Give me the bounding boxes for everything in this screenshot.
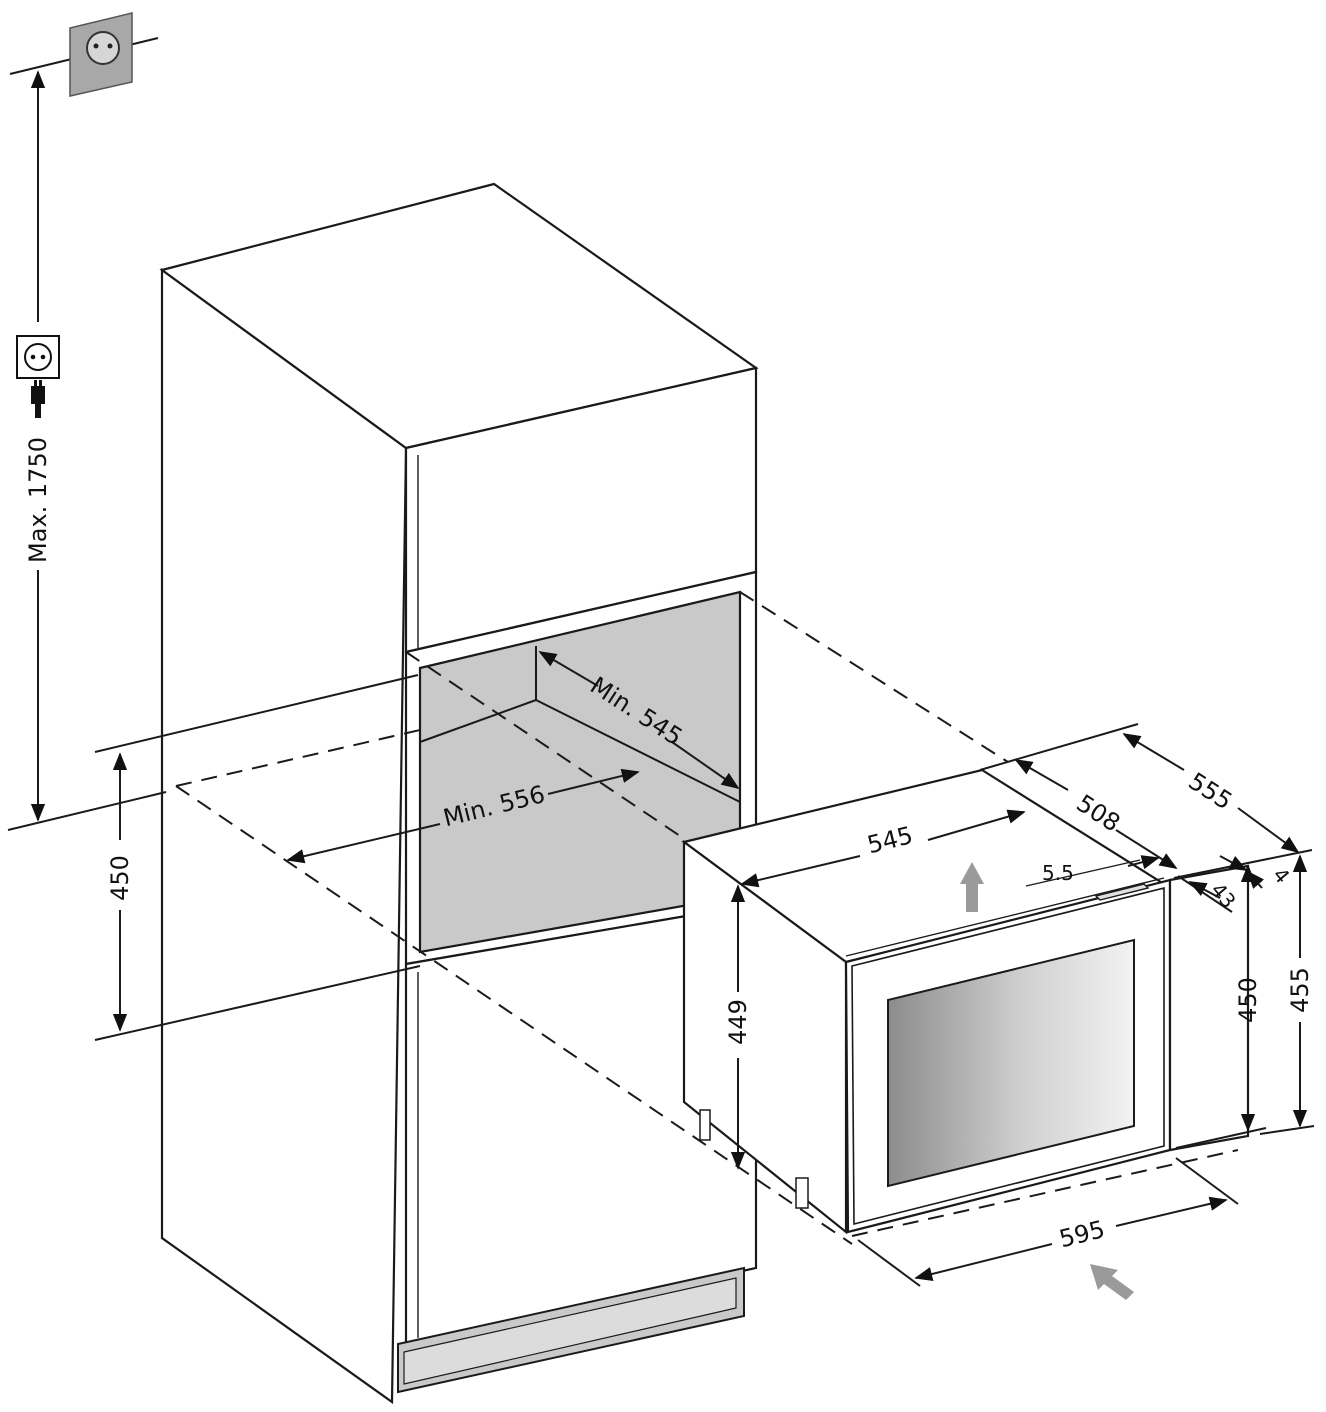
cabinet (159, 182, 759, 1405)
front-width-label: 595 (1056, 1215, 1107, 1253)
max-height-dimension: Max. 1750 (16, 70, 60, 822)
gap-5-5-label: 5.5 (1042, 861, 1074, 885)
height-449-label: 449 (724, 999, 752, 1045)
max-height-label: Max. 1750 (24, 437, 52, 563)
depth-555-label: 555 (1184, 767, 1238, 815)
arrow-up-icon (960, 862, 984, 912)
arrow-diagonal-icon (1090, 1264, 1134, 1300)
height-455-label: 455 (1286, 967, 1314, 1013)
height-449-dimension: 449 (724, 884, 752, 1170)
height-455-dimension: 455 (1259, 854, 1315, 1135)
niche-height-dimension: 450 (7, 674, 421, 1041)
height-450-label: 450 (1234, 977, 1262, 1023)
niche-height-label: 450 (106, 855, 134, 901)
height-450-dimension: 450 (1175, 864, 1267, 1149)
depth-555-dimension: 555 (1122, 733, 1313, 879)
socket-plug-icon (16, 335, 60, 418)
appliance (681, 768, 1250, 1235)
wall-socket-icon (9, 12, 159, 97)
gap-4-label: 4 (1268, 863, 1295, 888)
gap-5-5-dimension: 5.5 (1025, 855, 1160, 887)
